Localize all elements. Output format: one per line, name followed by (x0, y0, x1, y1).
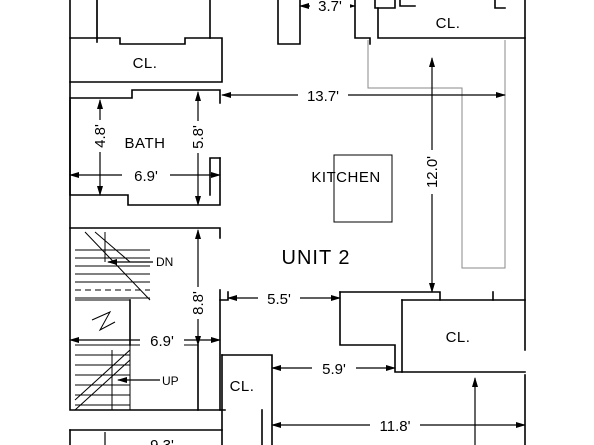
dim-stair-width: 6.9' (150, 333, 174, 350)
dim-bottom-partial: 9.3' (150, 437, 174, 445)
dim-bath-depth-right: 5.8' (190, 125, 207, 149)
dim-hall-depth: 8.8' (190, 291, 207, 315)
dim-bath-width: 6.9' (134, 168, 158, 185)
label-bath: BATH (125, 135, 166, 152)
label-stair-up: UP (162, 374, 179, 388)
bath-walls (69, 89, 221, 206)
dim-hall-width: 5.5' (267, 291, 291, 308)
wall-top-middle (277, 0, 396, 45)
label-unit: UNIT 2 (282, 247, 351, 269)
closet-top-right (377, 0, 526, 39)
stair-flight (74, 231, 198, 411)
dim-kitchen-depth: 12.0' (424, 156, 441, 188)
hall-walls (219, 291, 526, 373)
kitchen-counters (333, 40, 506, 269)
dim-lower-hall: 5.9' (322, 361, 346, 378)
dim-lower-width: 11.8' (380, 418, 411, 435)
dim-kitchen-width: 13.7' (307, 88, 339, 105)
label-stair-down: DN (156, 255, 173, 269)
label-closet-bottom: CL. (230, 378, 255, 395)
labels: CL. CL. BATH KITCHEN UNIT 2 CL. CL. DN U… (90, 0, 470, 445)
dim-top-partial: 3.7' (318, 0, 342, 15)
label-closet-top-right: CL. (436, 15, 461, 32)
closet-bottom (221, 354, 273, 445)
label-closet-right: CL. (446, 329, 471, 346)
label-closet-top-left: CL. (133, 55, 158, 72)
dim-bath-depth-left: 4.8' (92, 124, 109, 148)
label-kitchen: KITCHEN (311, 169, 380, 186)
